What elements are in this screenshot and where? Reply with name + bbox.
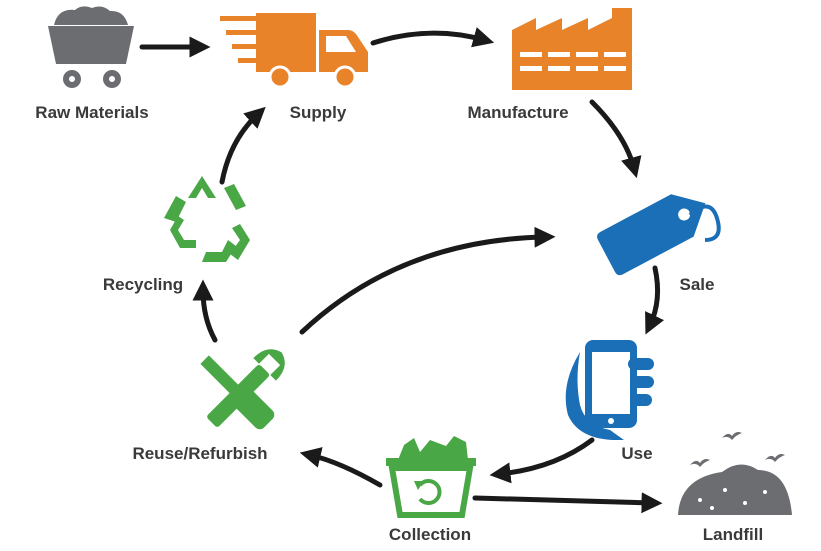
arrow-collection-to-reuse [299, 447, 383, 488]
arrow-supply-to-manufacture [370, 27, 495, 48]
label-sale: Sale [680, 275, 715, 294]
smartphone-in-hand-icon [565, 340, 654, 440]
arrow-use-to-collection [489, 437, 595, 484]
factory-icon [512, 8, 632, 90]
arrow-collection-to-landfill [472, 492, 663, 514]
delivery-truck-icon [220, 13, 368, 89]
collection-bin-icon [386, 436, 476, 518]
price-tag-icon [597, 194, 721, 276]
arrow-recycling-to-supply [219, 106, 266, 185]
landfill-icon [678, 432, 792, 515]
recycle-icon [164, 176, 250, 262]
arrow-sale-to-use [645, 265, 665, 335]
label-landfill: Landfill [703, 525, 763, 544]
label-raw-materials: Raw Materials [35, 103, 148, 122]
label-use: Use [621, 444, 652, 463]
wrench-screwdriver-icon [200, 349, 285, 430]
mine-cart-icon [48, 6, 134, 88]
label-reuse-refurbish: Reuse/Refurbish [132, 444, 267, 463]
arrow-reuse-to-recycling [192, 279, 218, 343]
label-recycling: Recycling [103, 275, 183, 294]
label-collection: Collection [389, 525, 471, 544]
arrow-manufacture-to-sale [589, 99, 642, 179]
label-manufacture: Manufacture [467, 103, 568, 122]
label-supply: Supply [290, 103, 347, 122]
arrow-reuse-to-sale [299, 226, 556, 335]
flow-arrows [139, 27, 665, 514]
